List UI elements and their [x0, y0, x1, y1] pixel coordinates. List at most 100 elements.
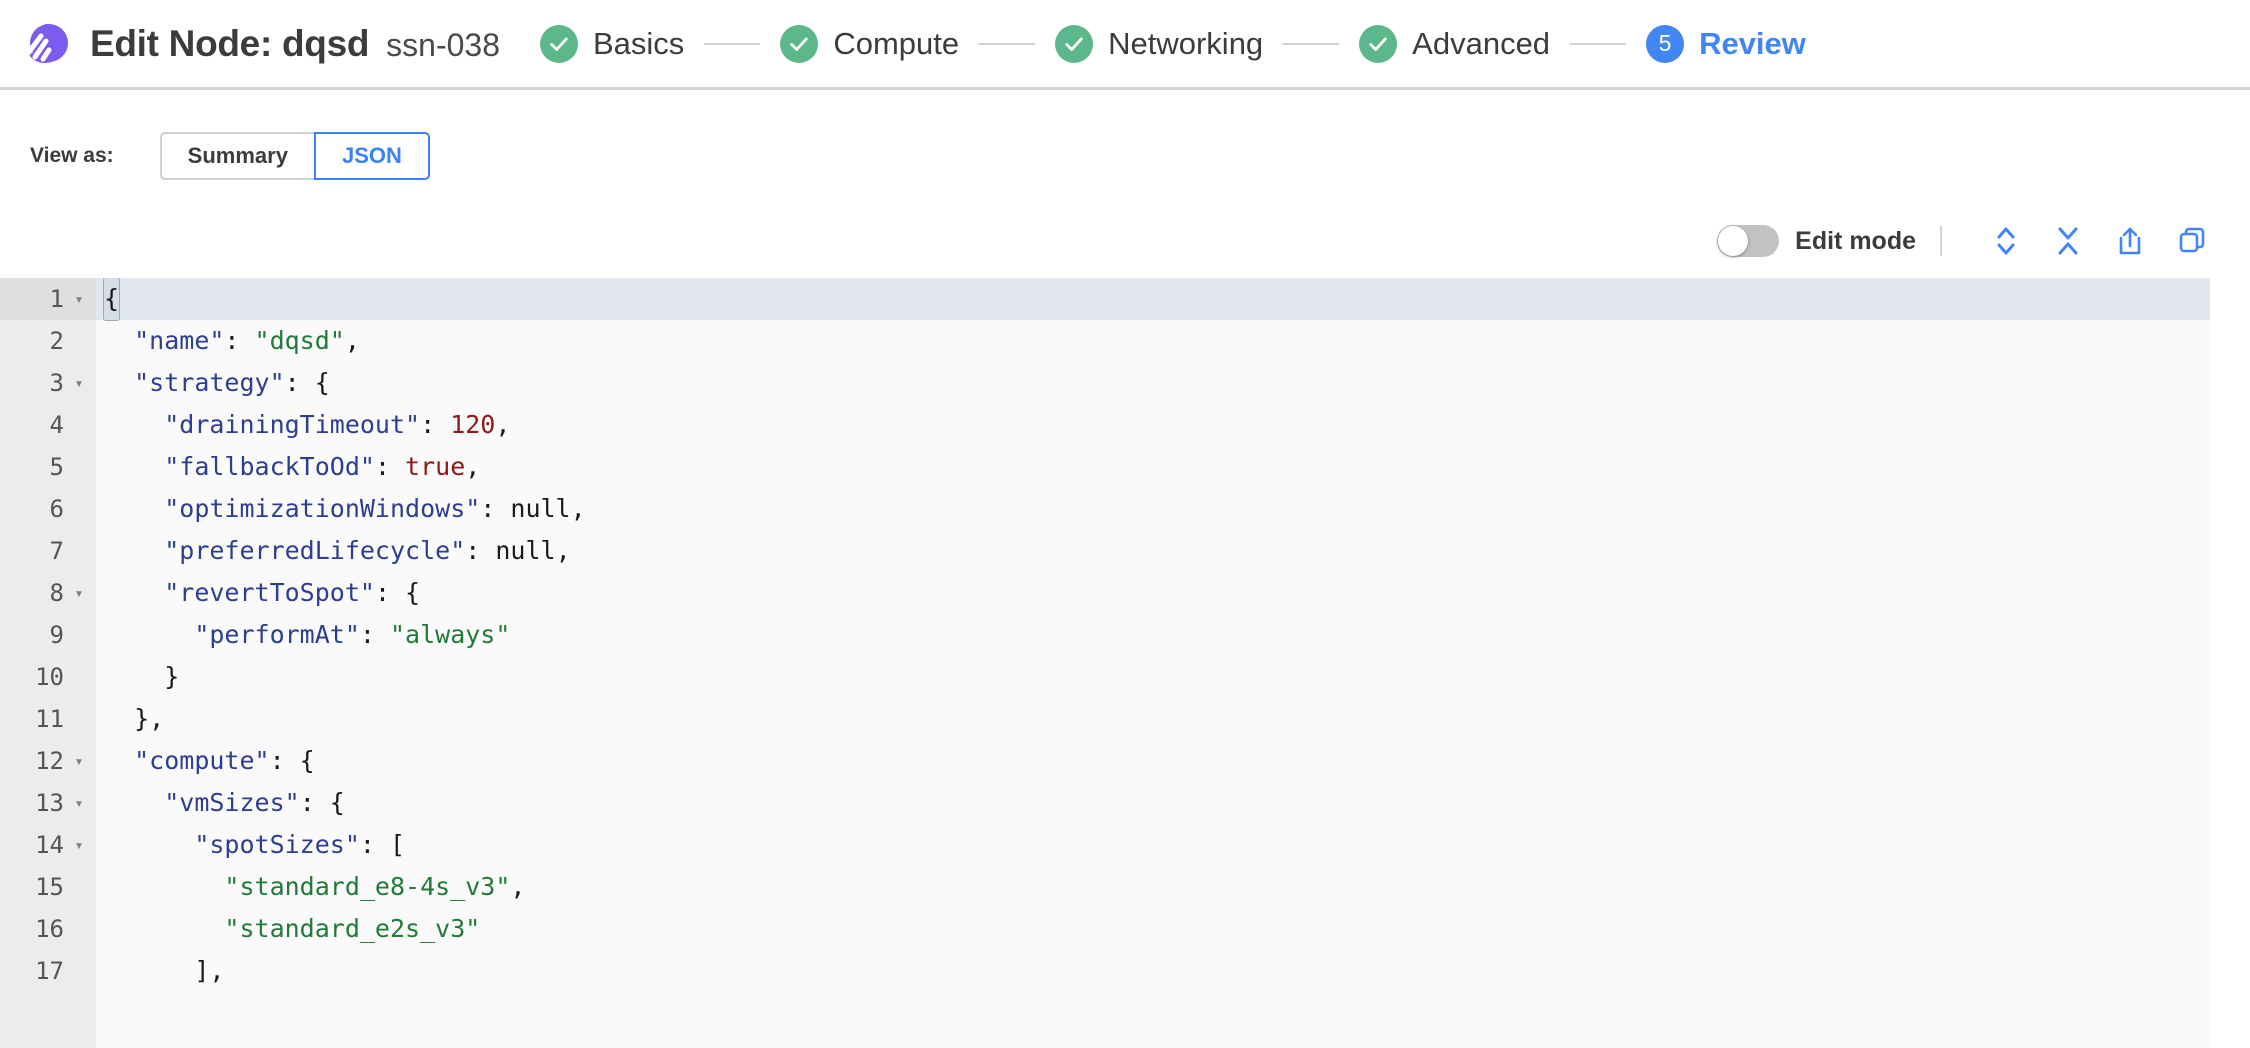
- json-token-punc: :: [224, 326, 255, 355]
- stepper-connector: [704, 42, 761, 45]
- line-number-label: 7: [49, 537, 64, 565]
- line-number-label: 9: [49, 621, 64, 649]
- json-token-key: "optimizationWindows": [164, 494, 481, 523]
- editor-code-line[interactable]: }: [96, 656, 2210, 698]
- indent-space: [104, 404, 164, 446]
- page-title-node-id: ssn-038: [386, 26, 500, 63]
- stepper-step-networking[interactable]: Networking: [1055, 24, 1263, 63]
- line-number-label: 15: [35, 873, 64, 901]
- expand-all-icon[interactable]: [1984, 222, 2028, 260]
- json-token-key: "spotSizes": [194, 830, 360, 859]
- editor-code-line[interactable]: "preferredLifecycle": null,: [96, 530, 2210, 572]
- fold-toggle-icon[interactable]: ▾: [74, 583, 84, 602]
- stepper-connector: [1283, 42, 1340, 45]
- edit-mode-toggle-knob: [1718, 226, 1749, 256]
- editor-line-number: 1▾: [0, 278, 96, 320]
- editor-line-number: 8▾: [0, 572, 96, 614]
- json-token-punc: ,: [570, 494, 586, 523]
- json-token-null: null: [495, 536, 556, 565]
- json-token-punc: },: [134, 704, 165, 733]
- line-number-label: 6: [49, 495, 64, 523]
- json-token-key: "revertToSpot": [164, 578, 375, 607]
- editor-code-line[interactable]: "spotSizes": [: [96, 824, 2210, 866]
- editor-code-line[interactable]: ],: [96, 950, 2210, 992]
- check-icon: [1359, 24, 1398, 63]
- check-icon: [540, 24, 578, 63]
- collapse-all-icon[interactable]: [2046, 222, 2090, 260]
- editor-code-line[interactable]: "compute": {: [96, 740, 2210, 782]
- line-number-label: 17: [35, 957, 64, 985]
- indent-space: [104, 698, 134, 740]
- view-as-option-json[interactable]: JSON: [313, 132, 430, 180]
- indent-space: [104, 782, 164, 824]
- editor-code-line[interactable]: },: [96, 698, 2210, 740]
- json-token-punc: :: [420, 410, 451, 439]
- editor-code-line[interactable]: "fallbackToOd": true,: [96, 446, 2210, 488]
- editor-line-number: 13 ▾: [0, 782, 96, 824]
- editor-toolbar: Edit mode: [0, 222, 2250, 260]
- stepper-step-basics[interactable]: Basics: [540, 24, 685, 63]
- editor-code-line[interactable]: "vmSizes": {: [96, 782, 2210, 824]
- stepper-step-label: Compute: [833, 25, 960, 61]
- copy-icon[interactable]: [2170, 222, 2214, 260]
- stepper-step-compute[interactable]: Compute: [780, 24, 960, 63]
- json-token-str: "standard_e2s_v3": [224, 914, 481, 943]
- json-token-punc: :: [374, 452, 406, 481]
- json-token-punc: :: [359, 620, 390, 649]
- stepper-step-label: Basics: [593, 25, 685, 61]
- toolbar-divider: [1940, 226, 1942, 256]
- fold-toggle-icon[interactable]: ▾: [74, 793, 84, 812]
- editor-code-area[interactable]: { "name": "dqsd", "strategy": { "drainin…: [96, 278, 2210, 1048]
- stepper-step-label: Advanced: [1412, 25, 1551, 61]
- editor-code-line[interactable]: "performAt": "always": [96, 614, 2210, 656]
- editor-line-number: 15: [0, 866, 96, 908]
- fold-toggle-icon[interactable]: ▾: [74, 751, 84, 770]
- editor-code-line[interactable]: "strategy": {: [96, 362, 2210, 404]
- json-token-punc: ,: [465, 452, 481, 481]
- edit-mode-toggle[interactable]: [1717, 225, 1780, 257]
- editor-line-number: 17: [0, 950, 96, 992]
- stepper-step-number: 5: [1646, 24, 1685, 63]
- editor-line-number: 5: [0, 446, 96, 488]
- editor-code-line[interactable]: {: [96, 278, 2210, 321]
- editor-code-line[interactable]: "optimizationWindows": null,: [96, 488, 2210, 530]
- indent-space: [104, 824, 194, 866]
- editor-code-line[interactable]: "name": "dqsd",: [96, 320, 2210, 362]
- stepper-step-advanced[interactable]: Advanced: [1359, 24, 1551, 63]
- json-token-punc: : {: [269, 746, 315, 775]
- editor-code-line[interactable]: "standard_e8-4s_v3",: [96, 866, 2210, 908]
- editor-code-line[interactable]: "standard_e2s_v3": [96, 908, 2210, 950]
- indent-space: [104, 320, 134, 362]
- json-token-key: "preferredLifecycle": [164, 536, 466, 565]
- json-token-key: "performAt": [194, 620, 360, 649]
- check-icon: [780, 24, 819, 63]
- line-number-label: 13: [35, 789, 64, 817]
- export-icon[interactable]: [2108, 222, 2152, 260]
- editor-code-line[interactable]: "revertToSpot": {: [96, 572, 2210, 614]
- json-token-punc: ],: [194, 956, 225, 985]
- edit-mode-label: Edit mode: [1795, 226, 1916, 255]
- fold-toggle-icon[interactable]: ▾: [74, 835, 84, 854]
- json-token-bool: true: [405, 452, 466, 481]
- json-token-null: null: [510, 494, 571, 523]
- line-number-label: 2: [49, 327, 64, 355]
- indent-space: [104, 362, 134, 404]
- json-token-punc: ,: [510, 872, 526, 901]
- json-token-num: 120: [450, 410, 496, 439]
- view-as-option-summary[interactable]: Summary: [159, 132, 316, 180]
- editor-line-number: 2: [0, 320, 96, 362]
- editor-line-number: 3▾: [0, 362, 96, 404]
- fold-toggle-icon[interactable]: ▾: [74, 373, 84, 392]
- editor-line-number: 9: [0, 614, 96, 656]
- view-as-row: View as: Summary JSON: [0, 132, 2250, 180]
- indent-space: [104, 614, 194, 656]
- editor-line-number: 12▾: [0, 740, 96, 782]
- editor-code-line[interactable]: "drainingTimeout": 120,: [96, 404, 2210, 446]
- line-number-label: 11: [35, 705, 64, 733]
- json-token-punc: : {: [374, 578, 421, 607]
- fold-toggle-icon[interactable]: ▾: [74, 289, 84, 308]
- view-as-label: View as:: [30, 144, 114, 167]
